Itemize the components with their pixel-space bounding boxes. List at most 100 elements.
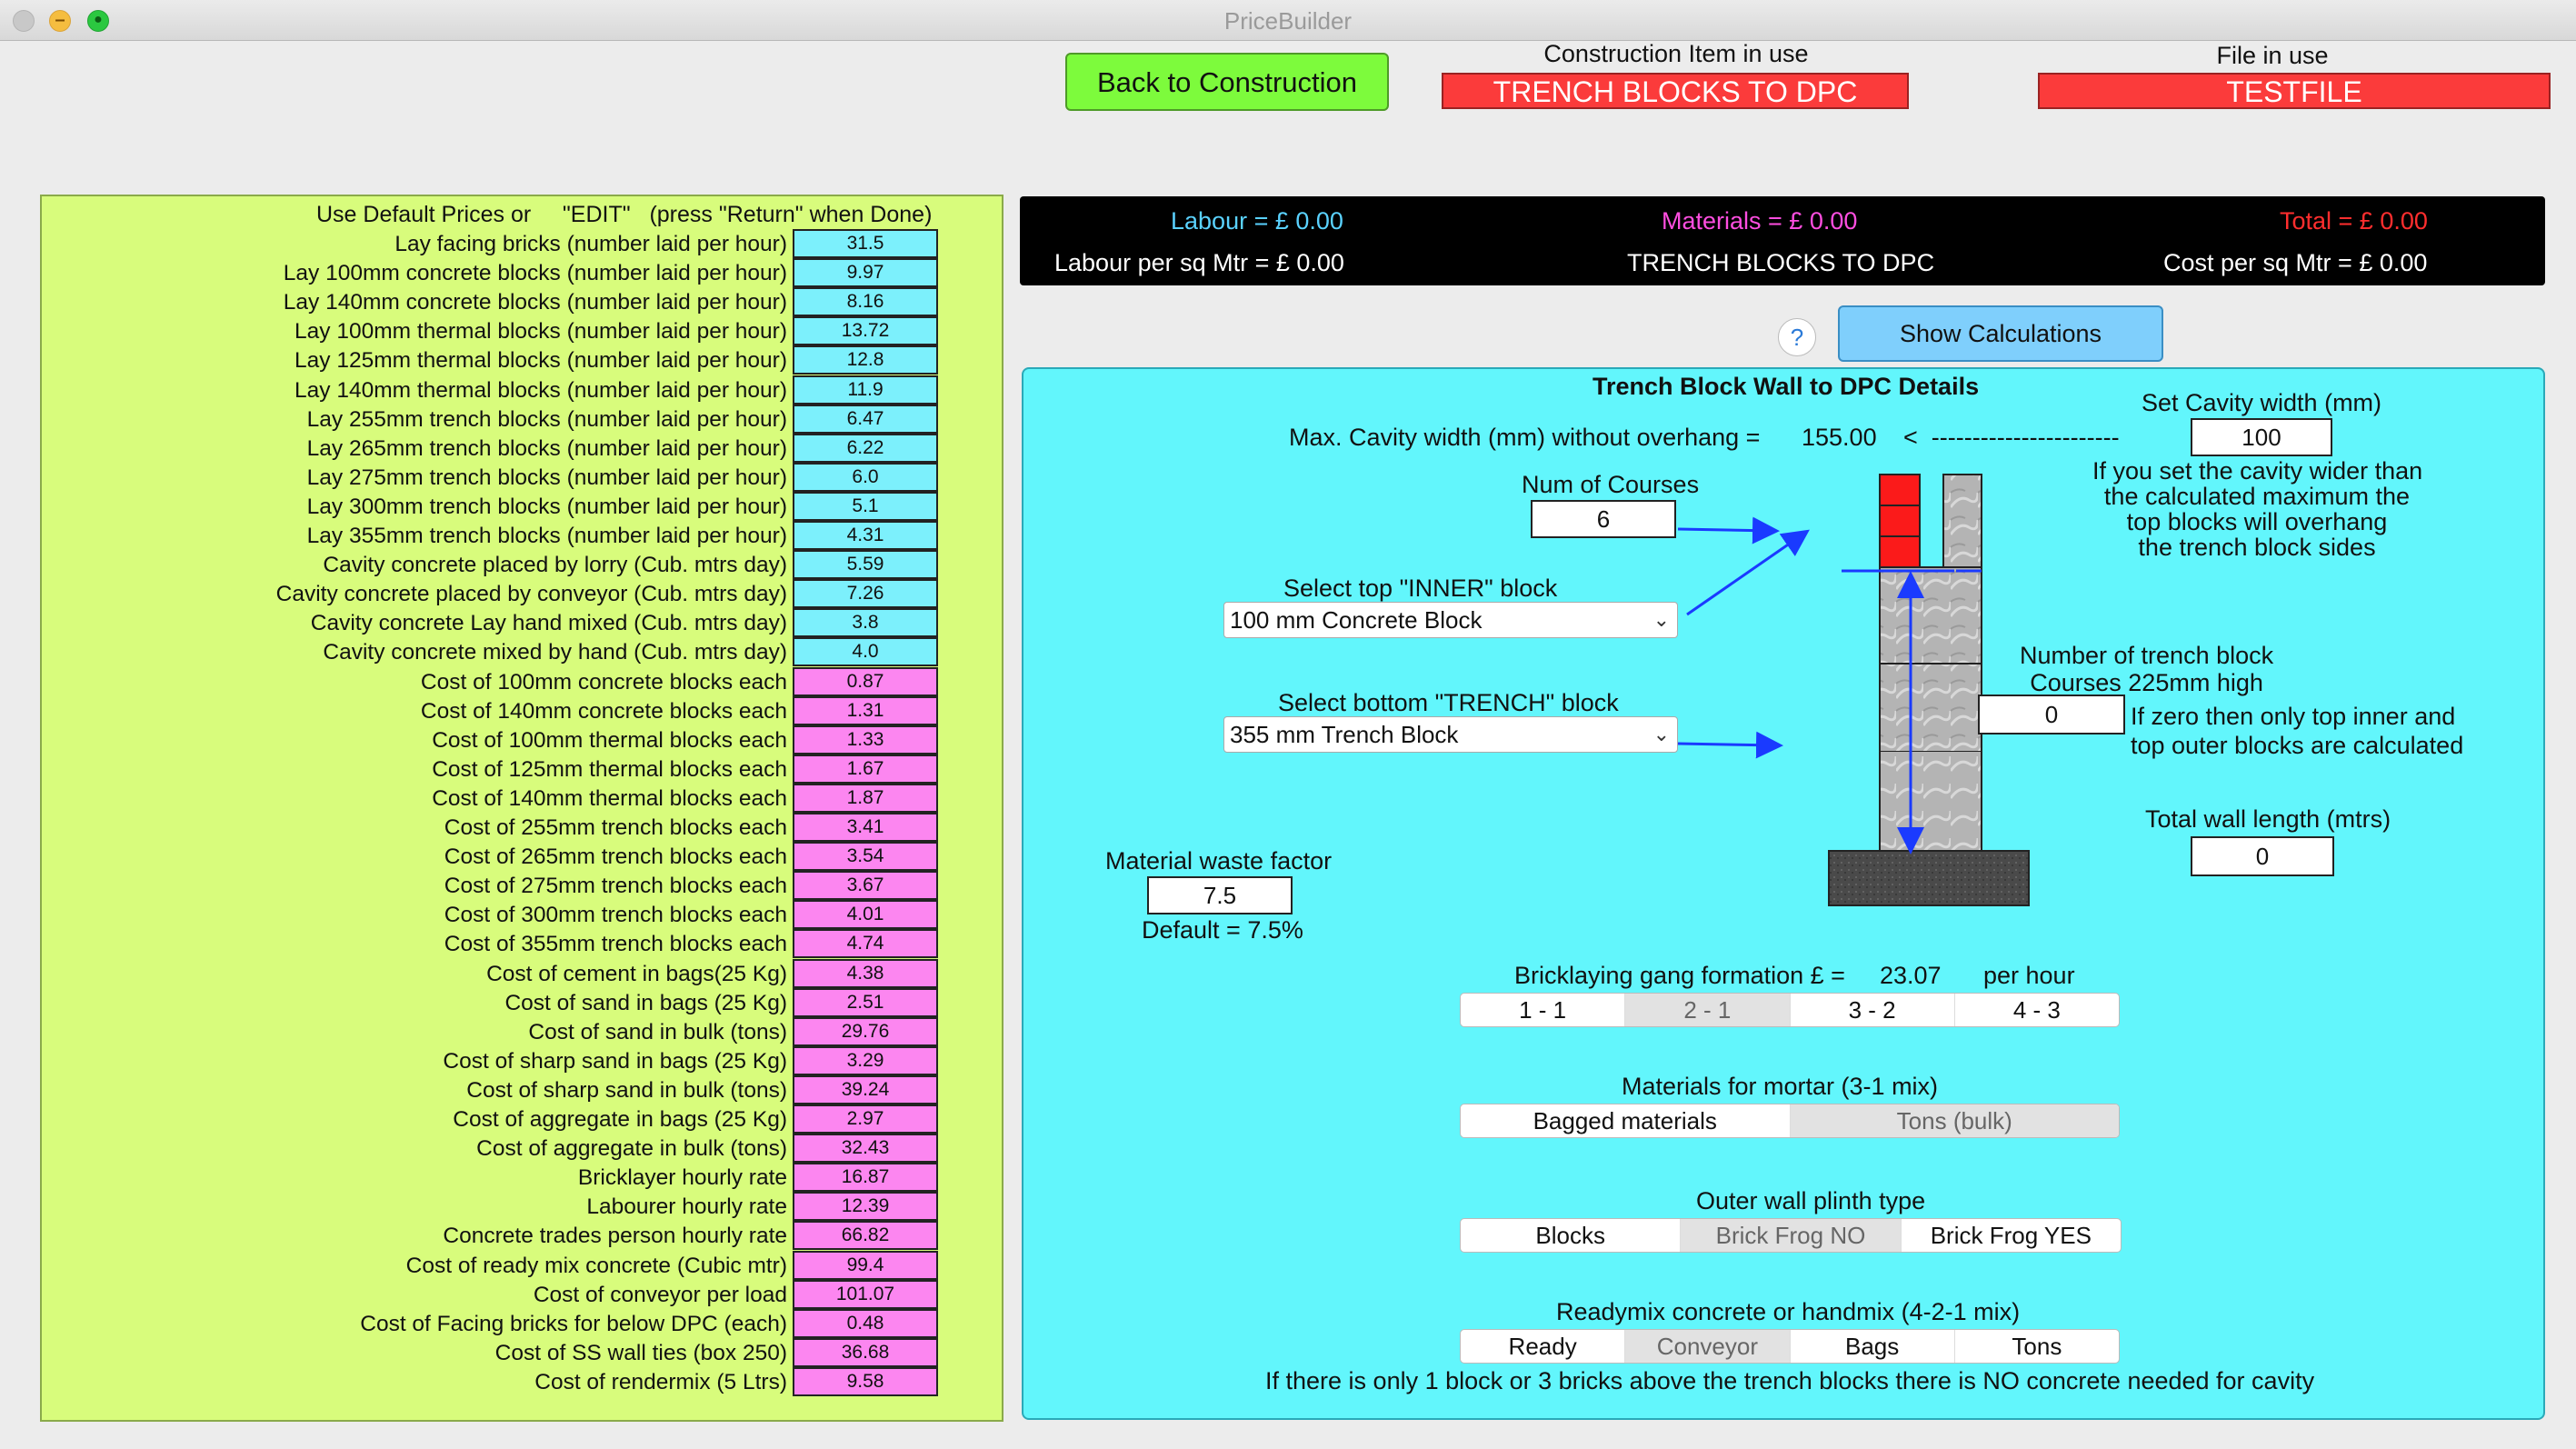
price-row-label: Lay 355mm trench blocks (number laid per… — [306, 524, 787, 548]
chevron-down-icon: ⌄ — [1652, 723, 1670, 745]
price-row-input[interactable]: 1.87 — [793, 783, 938, 813]
price-row-input[interactable]: 5.59 — [793, 550, 938, 580]
price-row-input[interactable]: 36.68 — [793, 1337, 938, 1367]
price-row-input[interactable]: 3.41 — [793, 813, 938, 842]
gang-rate-value: 23.07 — [1880, 962, 1942, 989]
price-row-input[interactable]: 4.74 — [793, 929, 938, 959]
price-row-input[interactable]: 9.58 — [793, 1366, 938, 1396]
price-row-label: Cavity concrete Lay hand mixed (Cub. mtr… — [310, 611, 787, 636]
readymix-label: Readymix concrete or handmix (4-2-1 mix) — [1556, 1298, 2021, 1325]
readymix-segmented[interactable]: Ready Conveyor Bags Tons — [1460, 1329, 2120, 1364]
price-row-input[interactable]: 2.51 — [793, 987, 938, 1017]
gang-formation-segmented[interactable]: 1 - 1 2 - 1 3 - 2 4 - 3 — [1460, 993, 2120, 1027]
price-row-input[interactable]: 4.31 — [793, 521, 938, 550]
price-row-label: Lay 300mm trench blocks (number laid per… — [306, 494, 787, 519]
price-row-input[interactable]: 4.01 — [793, 900, 938, 930]
price-row-input[interactable]: 1.33 — [793, 724, 938, 754]
price-row-input[interactable]: 3.8 — [793, 608, 938, 638]
help-button[interactable]: ? — [1778, 318, 1816, 356]
waste-factor-input[interactable]: 7.5 — [1147, 876, 1293, 914]
price-row-input[interactable]: 11.9 — [793, 375, 938, 405]
gang-option-1-1[interactable]: 1 - 1 — [1461, 994, 1626, 1026]
gang-option-2-1[interactable]: 2 - 1 — [1625, 994, 1791, 1026]
price-row-input[interactable]: 5.1 — [793, 491, 938, 521]
price-row-input[interactable]: 3.29 — [793, 1045, 938, 1075]
price-row: Lay 255mm trench blocks (number laid per… — [42, 404, 1005, 434]
plinth-segmented[interactable]: Blocks Brick Frog NO Brick Frog YES — [1460, 1218, 2122, 1253]
price-row-label: Cost of sand in bags (25 Kg) — [504, 990, 787, 1015]
footer-note: If there is only 1 block or 3 bricks abo… — [1265, 1367, 2315, 1394]
price-row: Lay 265mm trench blocks (number laid per… — [42, 433, 1005, 463]
price-row-input[interactable]: 3.67 — [793, 871, 938, 901]
price-row-input[interactable]: 31.5 — [793, 229, 938, 258]
overhang-note-line: top blocks will overhang — [2126, 508, 2388, 535]
readymix-option-ready[interactable]: Ready — [1461, 1330, 1626, 1363]
price-row-input[interactable]: 0.48 — [793, 1308, 938, 1338]
price-row-input[interactable]: 6.22 — [793, 433, 938, 463]
minimize-window-button[interactable]: – — [49, 10, 71, 32]
price-row-input[interactable]: 8.16 — [793, 287, 938, 317]
wall-length-input[interactable]: 0 — [2191, 836, 2334, 876]
readymix-option-bags[interactable]: Bags — [1791, 1330, 1955, 1363]
price-row-input[interactable]: 2.97 — [793, 1104, 938, 1134]
trench-details-panel: Trench Block Wall to DPC Details Max. Ca… — [1022, 367, 2545, 1420]
price-row-input[interactable]: 66.82 — [793, 1221, 938, 1251]
readymix-option-tons[interactable]: Tons — [2012, 1333, 2062, 1360]
price-row-input[interactable]: 0.87 — [793, 666, 938, 696]
price-row-input[interactable]: 3.54 — [793, 842, 938, 872]
price-row-input[interactable]: 39.24 — [793, 1074, 938, 1104]
price-row-input[interactable]: 12.8 — [793, 345, 938, 375]
close-window-button[interactable] — [13, 10, 35, 32]
cost-summary-bar: Labour = £ 0.00 Materials = £ 0.00 Total… — [1020, 196, 2545, 285]
num-courses-input[interactable]: 6 — [1531, 500, 1676, 538]
price-row-input[interactable]: 16.87 — [793, 1163, 938, 1193]
courses-arrow — [1677, 516, 1780, 545]
price-row-input[interactable]: 101.07 — [793, 1279, 938, 1309]
show-calculations-button[interactable]: Show Calculations — [1838, 305, 2163, 362]
mortar-option-bulk[interactable]: Tons (bulk) — [1790, 1104, 2119, 1137]
price-row-input[interactable]: 7.26 — [793, 579, 938, 609]
price-row: Cost of sand in bulk (tons)29.76 — [42, 1016, 1005, 1046]
zoom-window-button[interactable]: ● — [87, 10, 109, 32]
mortar-option-bagged[interactable]: Bagged materials — [1461, 1104, 1791, 1137]
price-row-input[interactable]: 9.97 — [793, 258, 938, 288]
gang-option-3-2[interactable]: 3 - 2 — [1791, 994, 1955, 1026]
readymix-option-conveyor[interactable]: Conveyor — [1625, 1330, 1791, 1363]
mortar-label: Materials for mortar (3-1 mix) — [1622, 1073, 1939, 1100]
window-title: PriceBuilder — [1223, 7, 1353, 35]
price-row-input[interactable]: 1.67 — [793, 754, 938, 784]
cavity-width-input[interactable]: 100 — [2191, 418, 2332, 456]
price-row-input[interactable]: 6.47 — [793, 404, 938, 434]
price-row: Cost of ready mix concrete (Cubic mtr)99… — [42, 1250, 1005, 1280]
price-row-input[interactable]: 6.0 — [793, 462, 938, 492]
price-row-label: Cost of aggregate in bulk (tons) — [476, 1136, 787, 1162]
trench-courses-input[interactable]: 0 — [1978, 695, 2125, 734]
price-row: Cost of aggregate in bags (25 Kg)2.97 — [42, 1104, 1005, 1134]
price-row-input[interactable]: 12.39 — [793, 1192, 938, 1222]
bottom-block-select[interactable]: 355 mm Trench Block ⌄ — [1223, 716, 1678, 753]
construction-item-label: Construction Item in use — [1543, 40, 1809, 67]
price-row-input[interactable]: 13.72 — [793, 316, 938, 346]
plinth-option-blocks[interactable]: Blocks — [1461, 1219, 1682, 1252]
waste-factor-label: Material waste factor — [1105, 847, 1333, 874]
price-row-input[interactable]: 32.43 — [793, 1134, 938, 1164]
plinth-option-brick-frog-no[interactable]: Brick Frog NO — [1681, 1219, 1902, 1252]
price-row-input[interactable]: 4.0 — [793, 637, 938, 667]
gang-option-4-3[interactable]: 4 - 3 — [2012, 996, 2061, 1024]
mortar-segmented[interactable]: Bagged materials Tons (bulk) — [1460, 1104, 2120, 1138]
top-outer-brick — [1879, 474, 1921, 506]
price-row-input[interactable]: 4.38 — [793, 958, 938, 988]
price-row-input[interactable]: 1.31 — [793, 695, 938, 725]
price-row-label: Concrete trades person hourly rate — [443, 1224, 787, 1249]
plinth-option-brick-frog-yes[interactable]: Brick Frog YES — [1930, 1222, 2092, 1249]
back-to-construction-button[interactable]: Back to Construction — [1065, 53, 1389, 111]
price-row-input[interactable]: 99.4 — [793, 1250, 938, 1280]
top-block-select[interactable]: 100 mm Concrete Block ⌄ — [1223, 602, 1678, 638]
file-in-use-label: File in use — [2216, 42, 2329, 69]
price-row-label: Cost of 140mm thermal blocks each — [432, 785, 787, 811]
price-row-input[interactable]: 29.76 — [793, 1016, 938, 1046]
top-block-arrow — [1686, 529, 1810, 616]
